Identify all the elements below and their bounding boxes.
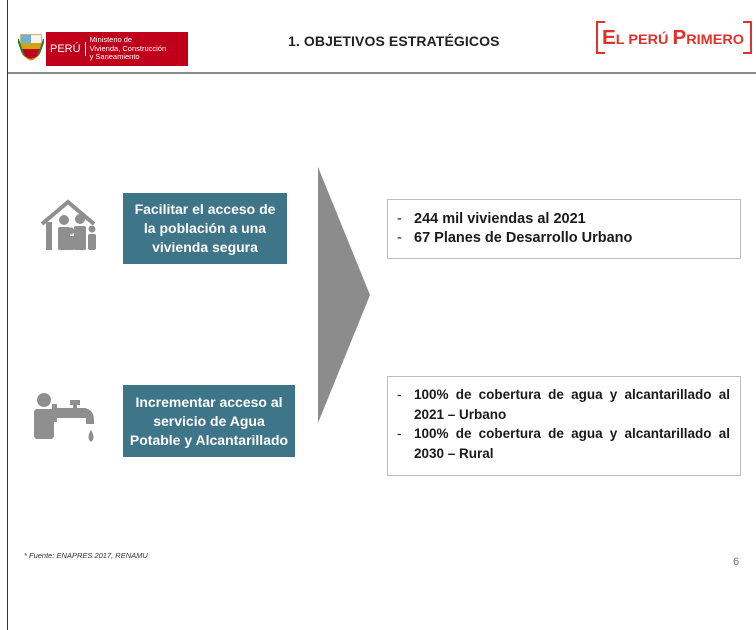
result-text: 67 Planes de Desarrollo Urbano bbox=[414, 230, 633, 246]
family-house-icon bbox=[40, 199, 96, 250]
result-item: -100% de cobertura de agua y alcantarill… bbox=[388, 385, 730, 424]
ministry-line: y Saneamiento bbox=[89, 52, 140, 62]
objective-line: Incrementar acceso al bbox=[135, 393, 283, 410]
bullet-dash: - bbox=[397, 387, 402, 402]
results-box: -244 mil viviendas al 2021 -67 Planes de… bbox=[387, 199, 741, 259]
objective-line: vivienda segura bbox=[152, 239, 258, 255]
results-box: -100% de cobertura de agua y alcantarill… bbox=[387, 376, 741, 476]
page-number: 6 bbox=[733, 556, 740, 568]
result-item: -244 mil viviendas al 2021 bbox=[388, 210, 740, 229]
results-list: -100% de cobertura de agua y alcantarill… bbox=[388, 377, 740, 463]
brand-bracket-left bbox=[596, 21, 605, 54]
result-text: 100% de cobertura de agua y alcantarilla… bbox=[414, 387, 730, 422]
page-border bbox=[7, 0, 8, 630]
result-item: -67 Planes de Desarrollo Urbano bbox=[388, 229, 740, 248]
page-title: 1. OBJETIVOS ESTRATÉGICOS bbox=[288, 33, 500, 49]
brand-text: EL PERÚ PRIMERO bbox=[602, 27, 744, 49]
brand-bracket-right bbox=[743, 21, 752, 54]
brand-rest: ERÚ bbox=[638, 30, 673, 47]
result-text: 244 mil viviendas al 2021 bbox=[414, 211, 586, 227]
ministry-line: Ministerio de bbox=[89, 35, 133, 45]
source-footnote: * Fuente: ENAPRES 2017, RENAMU bbox=[24, 551, 148, 560]
ministry-name: Ministerio de Vivienda, Construcción y S… bbox=[86, 36, 167, 62]
objective-box: Incrementar acceso al servicio de Agua P… bbox=[123, 385, 295, 457]
brand-initial: P bbox=[672, 27, 686, 49]
result-text: 100% de cobertura de agua y alcantarilla… bbox=[414, 426, 730, 461]
brand-rest: RIMERO bbox=[686, 31, 744, 47]
result-item: -100% de cobertura de agua y alcantarill… bbox=[388, 424, 730, 463]
ministry-line: Vivienda, Construcción bbox=[89, 43, 167, 53]
bullet-dash: - bbox=[397, 230, 402, 246]
ministry-banner: PERÚ Ministerio de Vivienda, Construcció… bbox=[46, 32, 188, 66]
brand-wordmark: EL PERÚ PRIMERO bbox=[602, 27, 744, 49]
coat-of-arms-icon bbox=[18, 34, 44, 61]
brand-logo: EL PERÚ PRIMERO bbox=[596, 21, 752, 54]
arrow-shape bbox=[318, 167, 370, 423]
objective-line: Potable y Alcantarillado bbox=[129, 431, 289, 448]
bullet-dash: - bbox=[397, 426, 402, 441]
brand-initial: E bbox=[602, 27, 616, 49]
objective-line: servicio de Agua bbox=[153, 412, 265, 429]
header-divider bbox=[8, 72, 756, 74]
objective-box: Facilitar el acceso de la población a un… bbox=[123, 193, 287, 264]
bullet-dash: - bbox=[397, 211, 402, 227]
results-list: -244 mil viviendas al 2021 -67 Planes de… bbox=[388, 200, 740, 248]
ministry-logo: PERÚ Ministerio de Vivienda, Construcció… bbox=[18, 27, 188, 67]
objective-line: la población a una bbox=[143, 220, 267, 236]
objective-line: Facilitar el acceso de bbox=[134, 201, 276, 217]
country-label: PERÚ bbox=[46, 42, 86, 56]
water-tap-icon bbox=[34, 393, 94, 442]
brand-rest: L P bbox=[616, 31, 638, 47]
